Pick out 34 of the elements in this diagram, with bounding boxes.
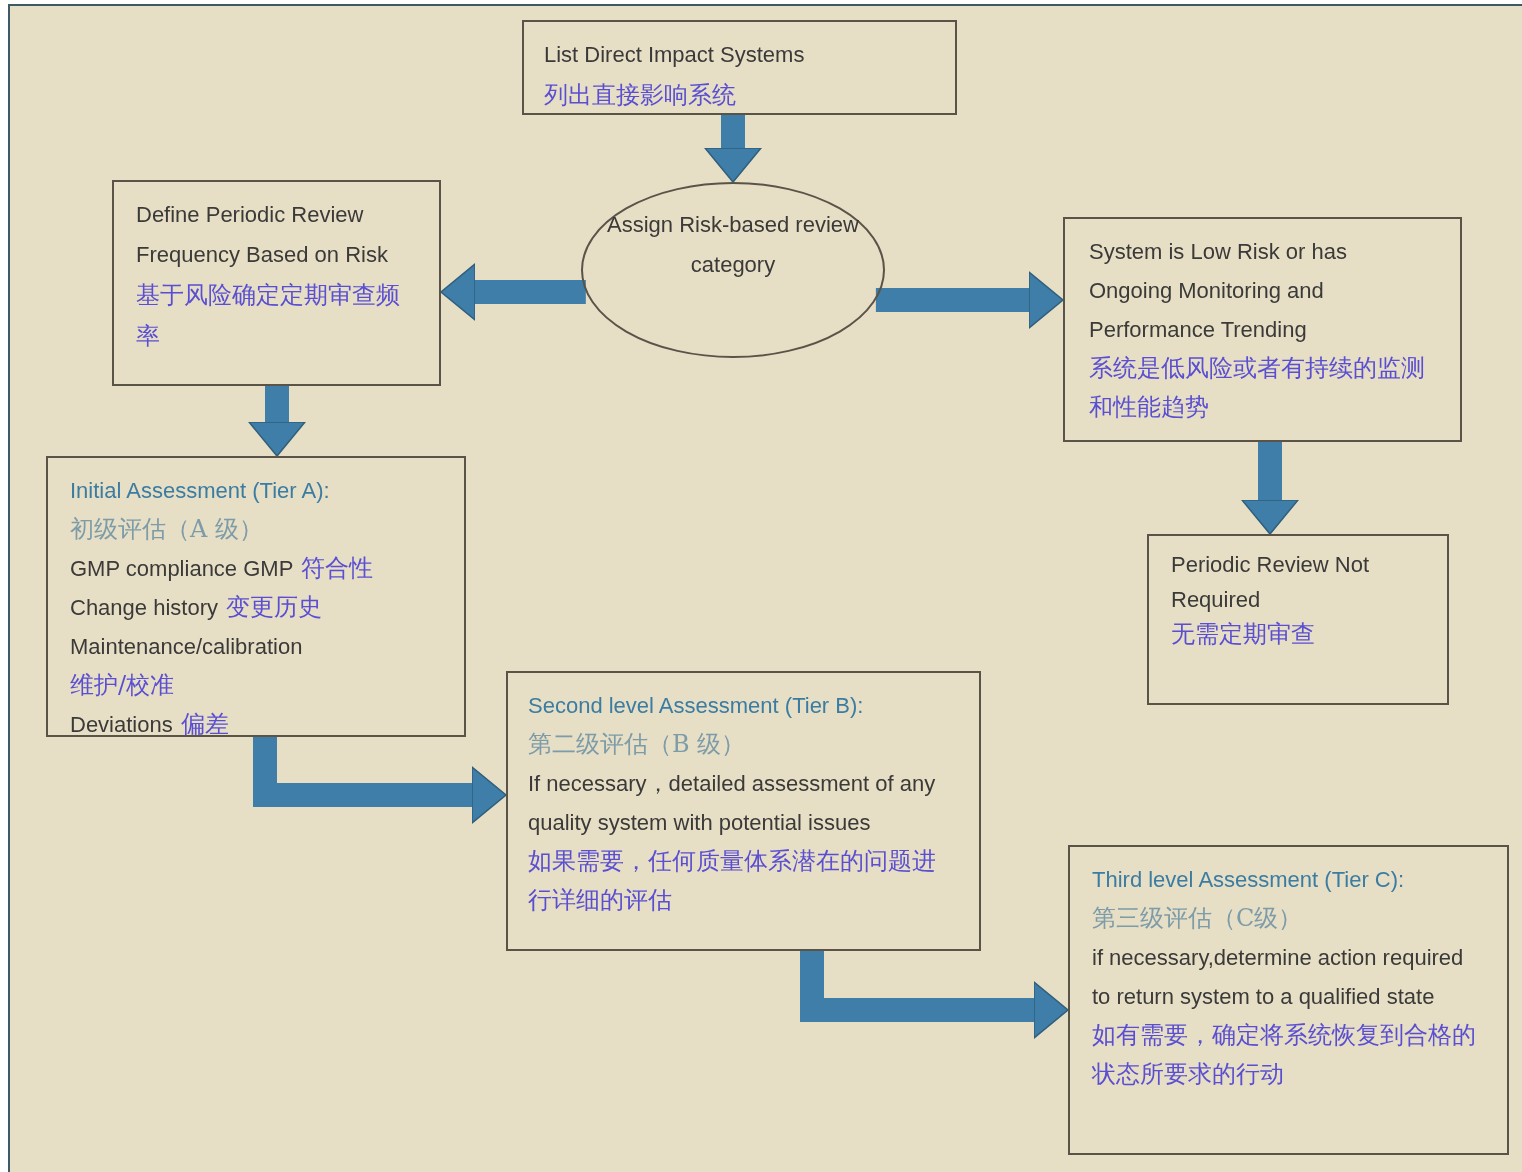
heading-text: 初级评估（A 级） [70, 515, 263, 543]
process-box [1063, 217, 1462, 442]
body-text: 符合性 [301, 554, 374, 582]
body-text: 无需定期审查 [1171, 620, 1315, 648]
body-text: Periodic Review Not Required [1171, 552, 1370, 612]
heading-text: Initial Assessment (Tier A): [70, 478, 330, 503]
process-box [522, 20, 957, 115]
heading-text: 第二级评估（B 级） [528, 730, 746, 758]
body-text: Maintenance/calibration [70, 634, 303, 659]
body-text: If necessary，detailed assessment of any quality system with potential issues [528, 771, 936, 835]
process-box [1068, 845, 1509, 1155]
process-box [1147, 534, 1449, 705]
body-text: 偏差 [180, 710, 229, 738]
body-text: Assign Risk-based review category [607, 212, 859, 277]
body-text: System is Low Risk or has Ongoing Monitoring and Performance Trending [1089, 239, 1347, 342]
process-box [112, 180, 441, 386]
body-text: List Direct Impact Systems [544, 42, 805, 67]
body-text: 如有需要，确定将系统恢复到合格的状态所要求的行动 [1092, 1021, 1476, 1088]
process-box [46, 456, 466, 737]
body-text: 列出直接影响系统 [544, 81, 736, 109]
body-text: Define Periodic Review Frequency Based on Risk [136, 202, 388, 267]
body-text: GMP compliance GMP [70, 556, 294, 581]
body-text: 基于风险确定定期审查频率 [136, 281, 400, 350]
body-text: 变更历史 [226, 593, 322, 621]
body-text: Change history [70, 595, 218, 620]
body-text: 系统是低风险或者有持续的监测和性能趋势 [1089, 354, 1425, 421]
body-text: 维护/校准 [70, 671, 175, 699]
heading-text: 第三级评估（C级） [1092, 904, 1303, 932]
heading-text: Second level Assessment (Tier B): [528, 693, 864, 718]
body-text: if necessary,determine action required to return system to a qualified state [1092, 945, 1464, 1009]
process-box [506, 671, 981, 951]
heading-text: Third level Assessment (Tier C): [1092, 867, 1405, 892]
body-text: Deviations [70, 712, 173, 737]
body-text: 如果需要，任何质量体系潜在的问题进行详细的评估 [528, 847, 936, 914]
